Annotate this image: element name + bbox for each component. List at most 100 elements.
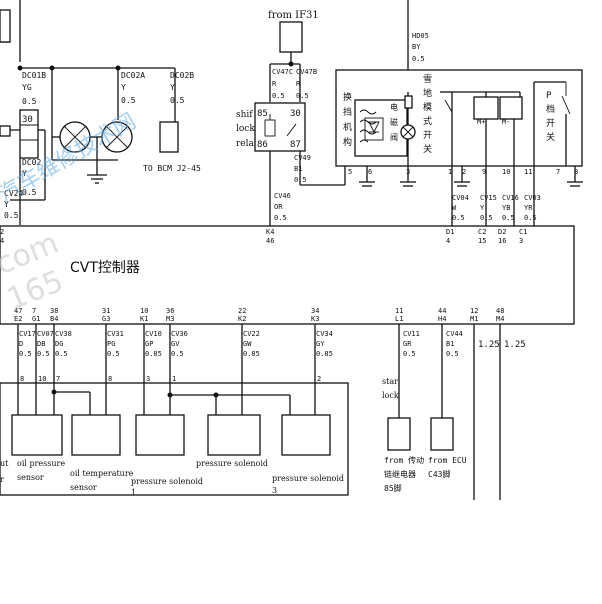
- cv16-color: YB: [502, 204, 510, 212]
- cv10-code: CV10: [145, 330, 162, 338]
- bottom-pin-g1-code: G1: [32, 315, 40, 323]
- snow-mode-label-3: 模: [423, 102, 432, 113]
- cv17-gauge: 0.5: [19, 350, 32, 358]
- top-pin-c2-a: C2: [478, 228, 486, 236]
- from-ecu-box: [430, 417, 454, 451]
- pressure-solenoid-1: [135, 414, 185, 456]
- to-bcm-label: TO BCM J2-45: [143, 164, 201, 173]
- pressure-solenoid-3: [281, 414, 331, 456]
- hd05-code: HD05: [412, 32, 429, 40]
- relay-pin-86: 86: [257, 140, 268, 150]
- cv17-color: D: [19, 340, 23, 348]
- cv03-color: YR: [524, 204, 533, 212]
- from-starter-label-1: from 传动: [384, 455, 424, 465]
- gauge-1-25-b: 1.25: [504, 340, 526, 350]
- bottom-pin-g3-code: G3: [102, 315, 110, 323]
- p-switch-label-3: 开: [546, 118, 555, 129]
- p-switch-label-4: 关: [546, 131, 555, 143]
- dc02a-gauge: 0.5: [121, 96, 136, 105]
- cv49-code: CV49: [294, 154, 311, 162]
- harness-pin-3: 3: [146, 375, 150, 383]
- dc02a-color: Y: [121, 83, 126, 92]
- cv11-color: GR: [403, 340, 412, 348]
- cv07-gauge: 0.5: [37, 350, 50, 358]
- bottom-pin-h4-num: 44: [438, 307, 446, 315]
- cv47c-gauge: 0.5: [272, 92, 285, 100]
- cv46-code: CV46: [274, 192, 291, 200]
- bottom-pin-b4-num: 38: [50, 307, 58, 315]
- switch-pin-8: 8: [574, 168, 578, 176]
- dc02-code: DC02: [22, 158, 41, 167]
- from-starter-label-3: 85脚: [384, 483, 402, 493]
- dc02b-color: Y: [170, 83, 175, 92]
- top-pin-d1-a: D1: [446, 228, 454, 236]
- cv36-code: CV36: [171, 330, 188, 338]
- relay-pin-30: 30: [290, 109, 301, 119]
- cv44-color: B1: [446, 340, 454, 348]
- bottom-pin-e2-code: E2: [14, 315, 22, 323]
- cv15-code: CV15: [480, 194, 497, 202]
- pressure-solenoid-2: [207, 414, 261, 456]
- dc01b-pin: 30: [22, 115, 33, 125]
- bottom-pin-g1-num: 7: [32, 307, 36, 315]
- harness-pin-8b: 8: [108, 375, 112, 383]
- snow-mode-label-2: 地: [423, 87, 432, 99]
- bottom-pin-h4-code: H4: [438, 315, 446, 323]
- bottom-pin-m3-num: 36: [166, 307, 174, 315]
- selector-label-4: 构: [343, 136, 352, 148]
- top-pin-left-b: 4: [0, 237, 4, 245]
- snow-mode-label-1: 雪: [423, 74, 432, 85]
- bottom-pin-m1-num: 12: [470, 307, 478, 315]
- bottom-pin-g3-num: 31: [102, 307, 110, 315]
- selector-label-3: 机: [343, 121, 352, 133]
- bottom-pin-m4-num: 48: [496, 307, 504, 315]
- harness-pin-1: 1: [172, 375, 176, 383]
- bottom-pin-k3-num: 34: [311, 307, 319, 315]
- cv24-code: CV24: [4, 189, 23, 198]
- bottom-pin-b4-code: B4: [50, 315, 58, 323]
- left-cut-label-2: r: [0, 475, 4, 484]
- from-ecu-label-2: C43脚: [428, 469, 450, 479]
- m-minus-switch: [499, 96, 523, 120]
- snow-mode-label-4: 式: [423, 115, 432, 127]
- cv07-code: CV07: [37, 330, 54, 338]
- solenoid-label-3: 阀: [390, 133, 398, 142]
- p-switch-label-1: P: [546, 91, 552, 101]
- cv24-gauge: 0.5: [4, 211, 19, 220]
- solenoid-1-label-1: pressure solenoid: [131, 477, 203, 486]
- top-pin-k4-b: 46: [266, 237, 274, 245]
- shift-lock-relay-label-1: shif: [236, 110, 253, 120]
- cvt-controller: CVT控制器 2 4 K4 46 D1 4 C2 15 D2 16 C1 3 4…: [0, 225, 575, 325]
- solenoid-3-label-2: 3: [272, 486, 277, 495]
- top-pin-d2-b: 16: [498, 237, 506, 245]
- oil-temp-label-1: oil temperature: [70, 469, 134, 478]
- top-pin-d2-a: D2: [498, 228, 506, 236]
- dc02-color: Y: [22, 169, 27, 178]
- cvt-controller-title: CVT控制器: [70, 260, 140, 276]
- solenoid-valve-box: [354, 99, 408, 157]
- relay-pin-85: 85: [257, 109, 268, 119]
- cv47b-code: CV47B: [296, 68, 317, 76]
- start-lock-label-1: star: [382, 377, 398, 386]
- bottom-pin-l1-code: L1: [395, 315, 403, 323]
- cv34-color: GY: [316, 340, 325, 348]
- harness-pin-8a: 8: [20, 375, 24, 383]
- cv15-gauge: 0.5: [480, 214, 493, 222]
- cv47c-code: CV47C: [272, 68, 293, 76]
- bottom-pin-k2-code: K2: [238, 315, 246, 323]
- lamp-2: [101, 121, 133, 153]
- relay-pin-87: 87: [290, 140, 301, 150]
- cv47c-color: R: [272, 80, 277, 88]
- cv16-gauge: 0.5: [502, 214, 515, 222]
- left-small-relay: [0, 125, 11, 137]
- oil-pressure-label-2: sensor: [17, 473, 44, 482]
- from-starter-label-2: 链继电器: [384, 469, 416, 479]
- cv46-color: OR: [274, 203, 283, 211]
- cut-off-component: [0, 9, 11, 43]
- cv31-code: CV31: [107, 330, 124, 338]
- top-pin-c2-b: 15: [478, 237, 486, 245]
- bottom-pin-l1-num: 11: [395, 307, 403, 315]
- cv38-gauge: 0.5: [55, 350, 68, 358]
- harness-pin-10: 10: [38, 375, 46, 383]
- cv22-gauge: 0.85: [243, 350, 260, 358]
